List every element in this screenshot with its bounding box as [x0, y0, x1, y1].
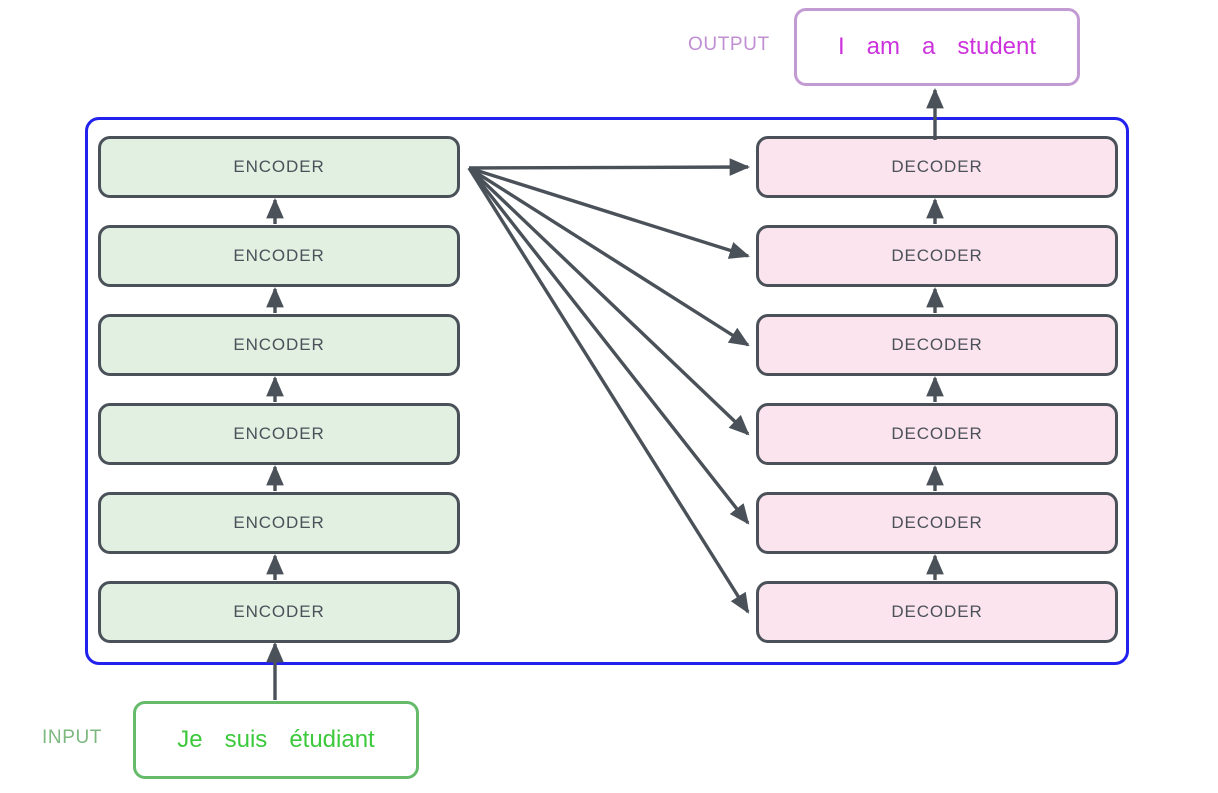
decoder-block-label: DECODER [891, 424, 983, 443]
encoder-decoder-container [85, 117, 1129, 665]
encoder-block-label: ENCODER [233, 424, 325, 443]
encoder-block: ENCODER [98, 492, 460, 554]
output-token: a [921, 33, 936, 60]
encoder-block-label: ENCODER [233, 513, 325, 532]
decoder-block-label: DECODER [891, 246, 983, 265]
encoder-block-label: ENCODER [233, 246, 325, 265]
decoder-block: DECODER [756, 403, 1118, 465]
output-token-box: I am a student [794, 8, 1080, 86]
decoder-stack: DECODER DECODER DECODER DECODER DECODER … [756, 136, 1118, 643]
encoder-block: ENCODER [98, 314, 460, 376]
encoder-block: ENCODER [98, 403, 460, 465]
decoder-block: DECODER [756, 492, 1118, 554]
decoder-block: DECODER [756, 314, 1118, 376]
decoder-block-label: DECODER [891, 335, 983, 354]
decoder-block-label: DECODER [891, 157, 983, 176]
output-token: student [957, 33, 1037, 60]
encoder-block-label: ENCODER [233, 157, 325, 176]
output-token: I [837, 33, 845, 60]
encoder-block-label: ENCODER [233, 335, 325, 354]
output-token-row: I am a student [838, 33, 1036, 61]
output-label: OUTPUT [688, 34, 770, 55]
decoder-block-label: DECODER [891, 513, 983, 532]
decoder-block-label: DECODER [891, 602, 983, 621]
input-token: suis [224, 726, 268, 753]
input-token: étudiant [289, 726, 375, 753]
input-token: Je [177, 726, 203, 753]
input-token-box: Je suis étudiant [133, 701, 419, 779]
encoder-block-label: ENCODER [233, 602, 325, 621]
encoder-block: ENCODER [98, 581, 460, 643]
input-token-row: Je suis étudiant [177, 726, 374, 754]
decoder-block: DECODER [756, 136, 1118, 198]
input-label: INPUT [42, 727, 102, 748]
decoder-block: DECODER [756, 225, 1118, 287]
encoder-stack: ENCODER ENCODER ENCODER ENCODER ENCODER … [98, 136, 460, 643]
decoder-block: DECODER [756, 581, 1118, 643]
encoder-block: ENCODER [98, 136, 460, 198]
output-token: am [866, 33, 900, 60]
encoder-block: ENCODER [98, 225, 460, 287]
